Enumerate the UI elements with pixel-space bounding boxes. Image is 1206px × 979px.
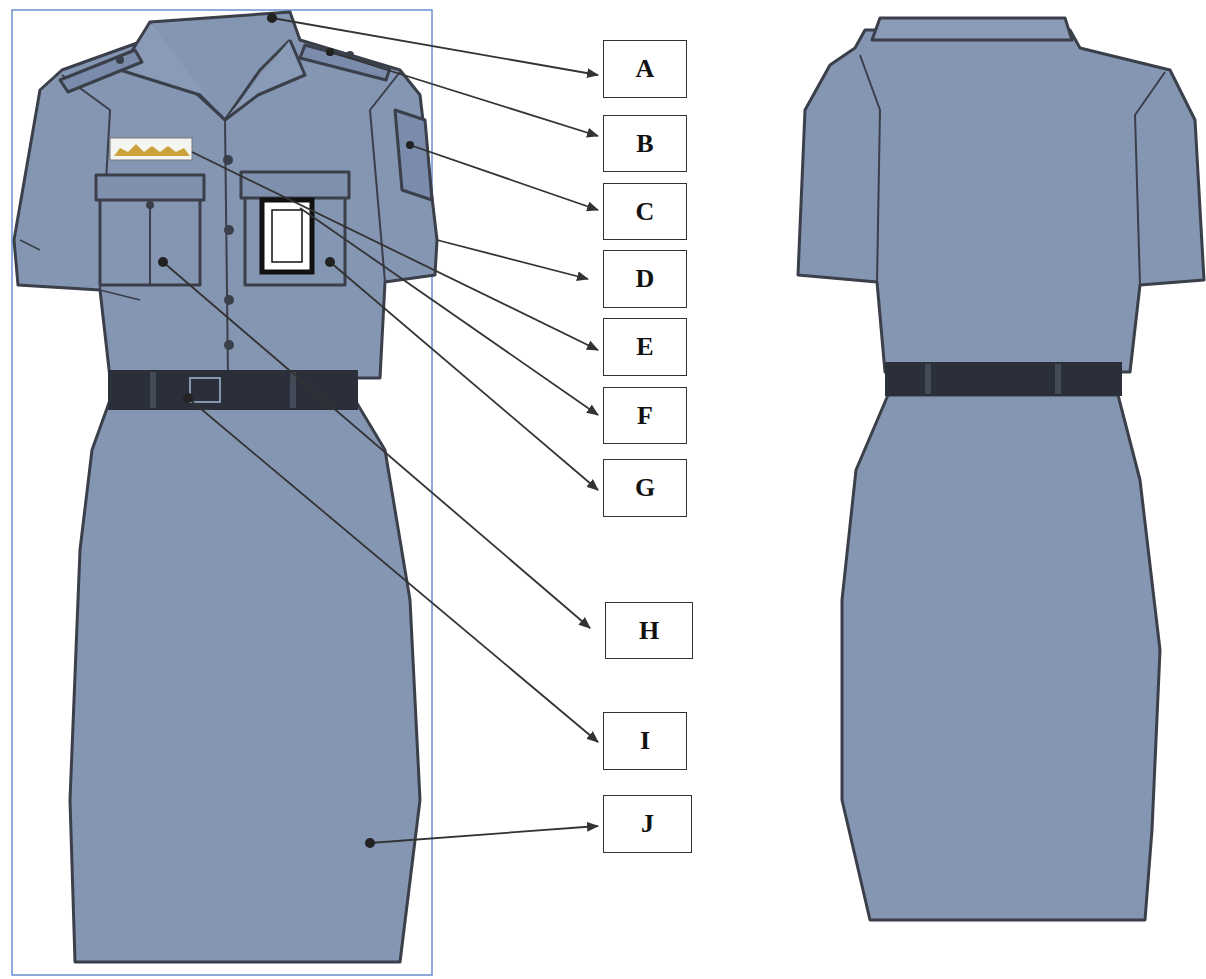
belt [108,370,358,410]
callout-letter: C [636,197,655,227]
callout-letter: A [636,54,655,84]
leader-line [163,18,598,843]
callout-letter: F [637,401,653,431]
label-box: D [603,250,687,308]
callout-letter: G [635,473,655,503]
callout-letter: E [636,332,653,362]
callout-letter: H [639,616,659,646]
badge [110,138,192,160]
callout-letter: J [641,809,654,839]
label-box: A [603,40,687,98]
back-dress [798,18,1204,920]
label-box: E [603,318,687,376]
callout-letter: D [636,264,655,294]
label-box: H [605,602,693,659]
label-box: I [603,712,687,770]
buttons [116,48,354,350]
label-box: B [603,115,687,172]
label-box: C [603,183,687,240]
front-dress [14,12,437,962]
callout-letter: B [636,129,653,159]
label-box: F [603,387,687,444]
callout-letter: I [640,726,650,756]
belt [885,362,1122,396]
label-box: J [603,795,692,853]
label-box: G [603,459,687,517]
leader-dot [158,13,414,848]
